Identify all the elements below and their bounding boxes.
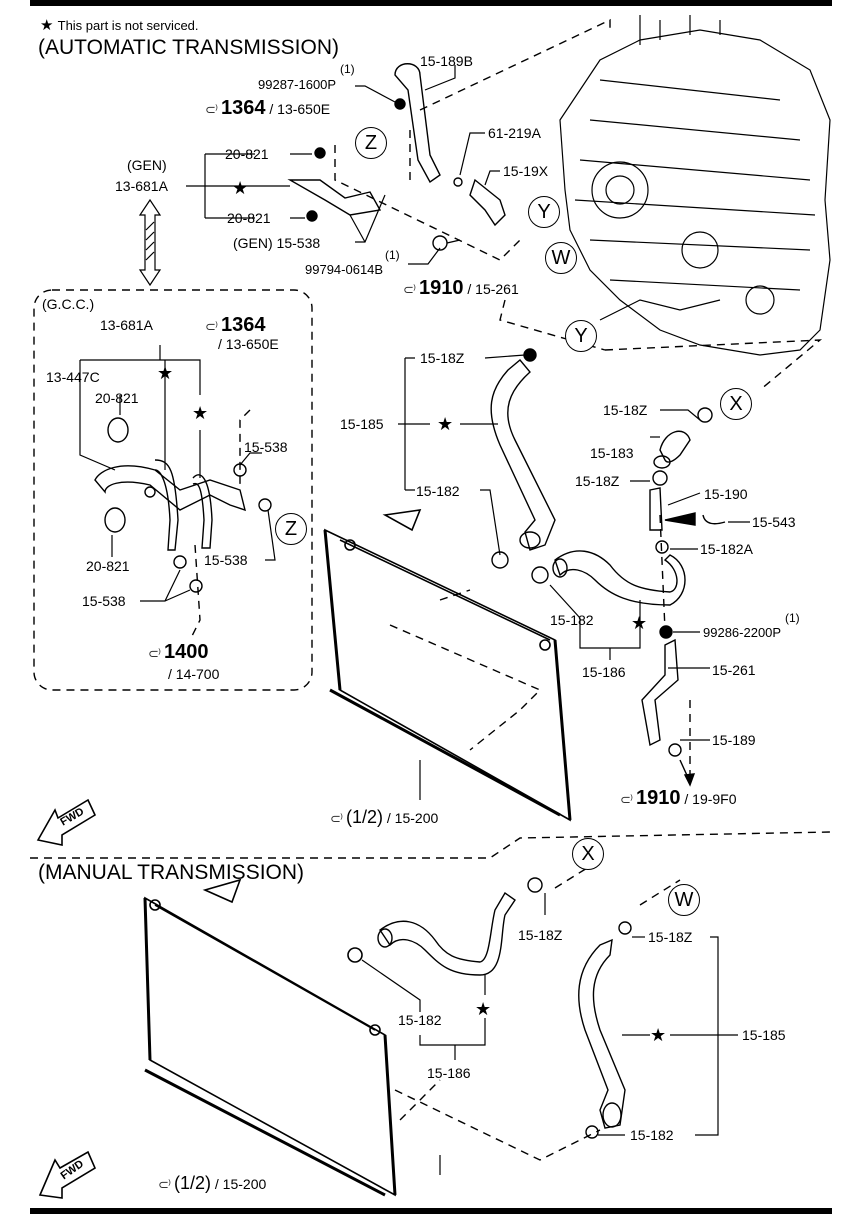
callout-y: Y (565, 320, 597, 352)
part-label-15-18Z[interactable]: 15-18Z (648, 929, 693, 945)
part-label-15-543[interactable]: 15-543 (752, 514, 796, 530)
ref-1400-gcc-part: / 14-700 (168, 666, 220, 682)
part-label-15-182[interactable]: 15-182 (630, 1127, 674, 1143)
bottom-border (30, 1208, 832, 1214)
auto-lower-hose-15-186 (552, 550, 686, 606)
ref-1910-auto[interactable]: ⊂⁾ 1910 / 15-261 (403, 277, 519, 299)
part-label-20-821[interactable]: 20-821 (95, 390, 139, 406)
part-label-15-261[interactable]: 15-261 (712, 662, 756, 678)
star-icon: ★ (650, 1025, 667, 1045)
part-label-99286-2200P[interactable]: 99286-2200P (703, 625, 782, 640)
book-reference-icon: ⊂⁾ (148, 646, 161, 661)
section-title-gcc: (G.C.C.) (42, 296, 95, 312)
part-label-15-538[interactable]: 15-538 (204, 552, 248, 568)
part-label-15-18Z[interactable]: 15-18Z (575, 473, 620, 489)
section-title-manual: (MANUAL TRANSMISSION) (38, 861, 305, 884)
part-label-15-538[interactable]: 15-538 (244, 439, 288, 455)
book-reference-icon: ⊂⁾ (205, 319, 218, 334)
auto-right-fittings (641, 407, 726, 787)
part-label-15-538[interactable]: 15-538 (82, 593, 126, 609)
callout-y: Y (528, 196, 560, 228)
manual-radiator (143, 878, 397, 1197)
ref-radiator-auto[interactable]: ⊂⁾ (1/2) / 15-200 (330, 807, 439, 827)
legend-note: ★ This part is not serviced. (40, 18, 199, 33)
part-label-15-183[interactable]: 15-183 (590, 445, 634, 461)
part-label-15-189B[interactable]: 15-189B (420, 53, 473, 69)
callout-z: Z (355, 127, 387, 159)
ref-1364-auto[interactable]: ⊂⁾ 1364 / 13-650E (205, 97, 331, 119)
fwd-arrow-icon (36, 798, 97, 846)
callout-w: W (545, 242, 577, 274)
gen-label: (GEN) (127, 157, 167, 173)
part-label-61-219A[interactable]: 61-219A (488, 125, 541, 141)
top-border (30, 0, 832, 6)
part-label-13-681A[interactable]: 13-681A (115, 178, 168, 194)
part-label-99287-1600P[interactable]: 99287-1600P (258, 77, 337, 92)
part-label-15-186[interactable]: 15-186 (582, 664, 626, 680)
part-label-15-190[interactable]: 15-190 (704, 486, 748, 502)
part-label-20-821[interactable]: 20-821 (225, 146, 269, 162)
qty-99287: (1) (340, 62, 355, 76)
part-label-15-18Z[interactable]: 15-18Z (420, 350, 465, 366)
fwd-arrow-icon-manual (38, 1150, 97, 1199)
gcc-box (33, 289, 313, 691)
book-reference-icon: ⊂⁾ (403, 282, 416, 297)
ref-1910-19-9F0[interactable]: ⊂⁾ 1910 / 19-9F0 (620, 787, 737, 809)
part-label-15-18Z[interactable]: 15-18Z (603, 402, 648, 418)
auto-upper-hose-15-185 (490, 348, 556, 584)
star-icon: ★ (232, 178, 249, 198)
part-label-13-447C[interactable]: 13-447C (46, 369, 100, 385)
engine-block-illustration (559, 15, 831, 356)
auto-small-hoses (287, 63, 506, 251)
double-arrow-icon (138, 198, 162, 287)
part-label-15-18Z[interactable]: 15-18Z (518, 927, 563, 943)
book-reference-icon: ⊂⁾ (620, 792, 633, 807)
part-label-20-821[interactable]: 20-821 (227, 210, 271, 226)
book-reference-icon: ⊂⁾ (158, 1177, 171, 1192)
ref-1364-gcc[interactable]: ⊂⁾ 1364 (205, 314, 266, 336)
star-icon: ★ (437, 414, 454, 434)
part-label-15-182[interactable]: 15-182 (398, 1012, 442, 1028)
part-label-gen-15-538[interactable]: (GEN) 15-538 (233, 235, 321, 251)
manual-hoses (377, 877, 632, 1139)
auto-radiator (323, 509, 572, 822)
star-icon: ★ (192, 403, 209, 423)
part-label-15-182[interactable]: 15-182 (550, 612, 594, 628)
part-label-15-182[interactable]: 15-182 (416, 483, 460, 499)
star-icon: ★ (475, 999, 492, 1019)
ref-radiator-manual[interactable]: ⊂⁾ (1/2) / 15-200 (158, 1173, 267, 1193)
star-icon: ★ (631, 613, 648, 633)
part-label-20-821[interactable]: 20-821 (86, 558, 130, 574)
part-label-15-185[interactable]: 15-185 (340, 416, 384, 432)
ref-1400-gcc[interactable]: ⊂⁾ 1400 (148, 641, 209, 663)
part-label-15-182A[interactable]: 15-182A (700, 541, 753, 557)
book-reference-icon: ⊂⁾ (330, 811, 343, 826)
part-label-15-189[interactable]: 15-189 (712, 732, 756, 748)
part-label-15-185[interactable]: 15-185 (742, 1027, 786, 1043)
leader-lines (79, 65, 750, 1175)
section-title-automatic: (AUTOMATIC TRANSMISSION) (38, 36, 340, 59)
part-label-99794-0614B[interactable]: 99794-0614B (305, 262, 384, 277)
callout-x: X (720, 388, 752, 420)
legend-text: This part is not serviced. (57, 18, 199, 33)
gcc-hoses (94, 417, 272, 593)
part-label-15-186[interactable]: 15-186 (427, 1065, 471, 1081)
qty-99794: (1) (385, 248, 400, 262)
qty-99286: (1) (785, 611, 800, 625)
ref-1364-gcc-part: / 13-650E (218, 336, 279, 352)
part-label-13-681A[interactable]: 13-681A (100, 317, 153, 333)
star-icon: ★ (40, 17, 54, 34)
callout-w: W (668, 884, 700, 916)
book-reference-icon: ⊂⁾ (205, 102, 218, 117)
dashed-leader-lines (30, 18, 831, 1161)
callout-z: Z (275, 513, 307, 545)
part-label-15-19X[interactable]: 15-19X (503, 163, 549, 179)
callout-x: X (572, 838, 604, 870)
star-icon: ★ (157, 363, 174, 383)
